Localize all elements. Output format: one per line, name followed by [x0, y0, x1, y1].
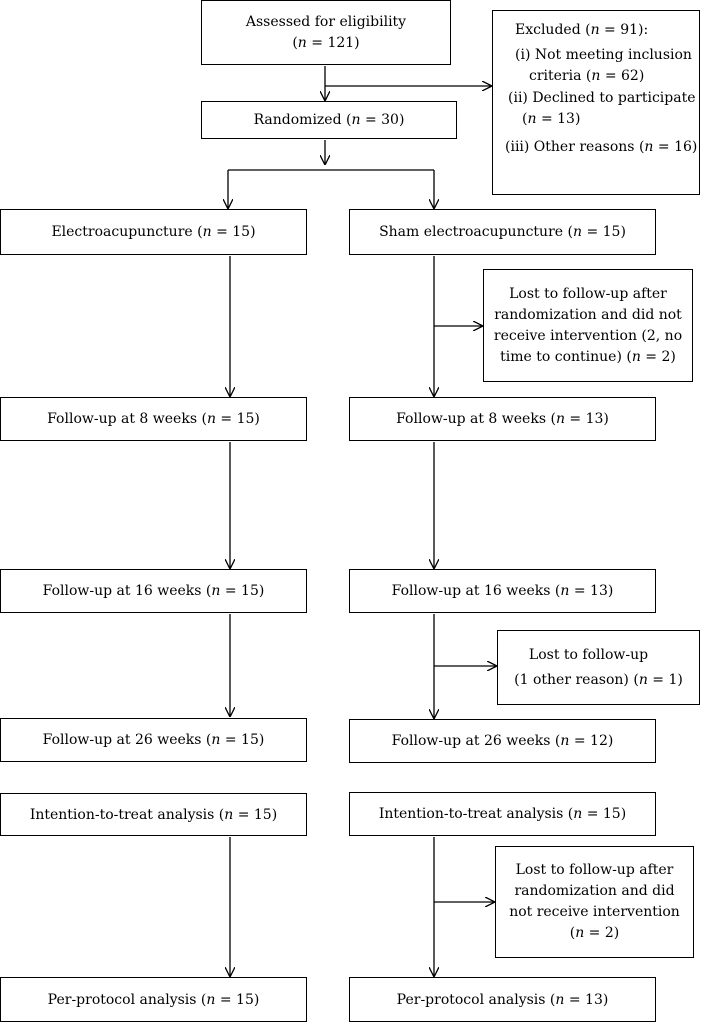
right-followup-8-label: Follow-up at 8 weeks (n = 13) [396, 411, 609, 427]
randomized-label: Randomized (n = 30) [253, 112, 405, 128]
assessed-count: (n = 121) [292, 34, 360, 51]
sham-box: Sham electroacupuncture (n = 15) [349, 209, 656, 255]
right-per-protocol-box: Per-protocol analysis (n = 13) [349, 977, 656, 1022]
excluded-reason-1: (i) Not meeting inclusion [515, 46, 692, 63]
left-itt-box: Intention-to-treat analysis (n = 15) [0, 793, 307, 836]
electroacupuncture-box: Electroacupuncture (n = 15) [0, 209, 307, 255]
right-followup-8-box: Follow-up at 8 weeks (n = 13) [349, 397, 656, 441]
lost-followup-3-line-1: Lost to follow-up after [515, 862, 674, 878]
left-followup-16-label: Follow-up at 16 weeks (n = 15) [42, 583, 265, 599]
right-followup-26-box: Follow-up at 26 weeks (n = 12) [349, 719, 656, 763]
lost-followup-1-line-1: Lost to follow-up after [509, 285, 667, 302]
left-followup-8-label: Follow-up at 8 weeks (n = 15) [47, 411, 260, 427]
randomized-box: Randomized (n = 30) [201, 101, 457, 139]
lost-followup-1-line-3: receive intervention (2, no [493, 327, 683, 344]
excluded-title: Excluded (n = 91): [515, 22, 649, 38]
left-itt-label: Intention-to-treat analysis (n = 15) [29, 806, 278, 823]
lost-followup-3-box: Lost to follow-up after randomization an… [495, 846, 694, 958]
right-followup-16-label: Follow-up at 16 weeks (n = 13) [391, 583, 614, 599]
excluded-reason-2: (ii) Declined to participate [508, 89, 696, 106]
lost-followup-1-line-4: time to continue) (n = 2) [500, 348, 676, 365]
lost-followup-3-line-3: not receive intervention [509, 904, 680, 920]
lost-followup-3-line-4: (n = 2) [569, 925, 620, 941]
left-per-protocol-label: Per-protocol analysis (n = 15) [47, 991, 260, 1008]
excluded-box: Excluded (n = 91): (i) Not meeting inclu… [492, 10, 700, 195]
right-per-protocol-label: Per-protocol analysis (n = 13) [396, 991, 609, 1008]
excluded-reason-2-count: (n = 13) [522, 111, 581, 127]
sham-label: Sham electroacupuncture (n = 15) [379, 224, 626, 240]
lost-followup-2-line-1: Lost to follow-up [528, 646, 649, 663]
lost-followup-3-line-2: randomization and did [514, 883, 675, 899]
lost-followup-2-box: Lost to follow-up (1 other reason) (n = … [497, 630, 700, 705]
left-per-protocol-box: Per-protocol analysis (n = 15) [0, 977, 307, 1022]
right-itt-box: Intention-to-treat analysis (n = 15) [349, 792, 656, 836]
excluded-reason-3: (iii) Other reasons (n = 16) [505, 138, 698, 155]
electroacupuncture-label: Electroacupuncture (n = 15) [51, 224, 256, 240]
right-followup-26-label: Follow-up at 26 weeks (n = 12) [391, 733, 614, 749]
left-followup-26-label: Follow-up at 26 weeks (n = 15) [42, 732, 265, 748]
lost-followup-1-box: Lost to follow-up after randomization an… [483, 269, 693, 382]
right-followup-16-box: Follow-up at 16 weeks (n = 13) [349, 569, 656, 613]
left-followup-16-box: Follow-up at 16 weeks (n = 15) [0, 569, 307, 613]
left-followup-8-box: Follow-up at 8 weeks (n = 15) [0, 397, 307, 441]
lost-followup-2-line-2: (1 other reason) (n = 1) [514, 671, 683, 688]
lost-followup-1-line-2: randomization and did not [494, 306, 682, 323]
right-itt-label: Intention-to-treat analysis (n = 15) [378, 806, 627, 822]
excluded-reason-1-count: criteria (n = 62) [529, 68, 645, 84]
left-followup-26-box: Follow-up at 26 weeks (n = 15) [0, 718, 307, 762]
assessed-box: Assessed for eligibility (n = 121) [201, 0, 451, 65]
assessed-label: Assessed for eligibility [245, 13, 407, 30]
